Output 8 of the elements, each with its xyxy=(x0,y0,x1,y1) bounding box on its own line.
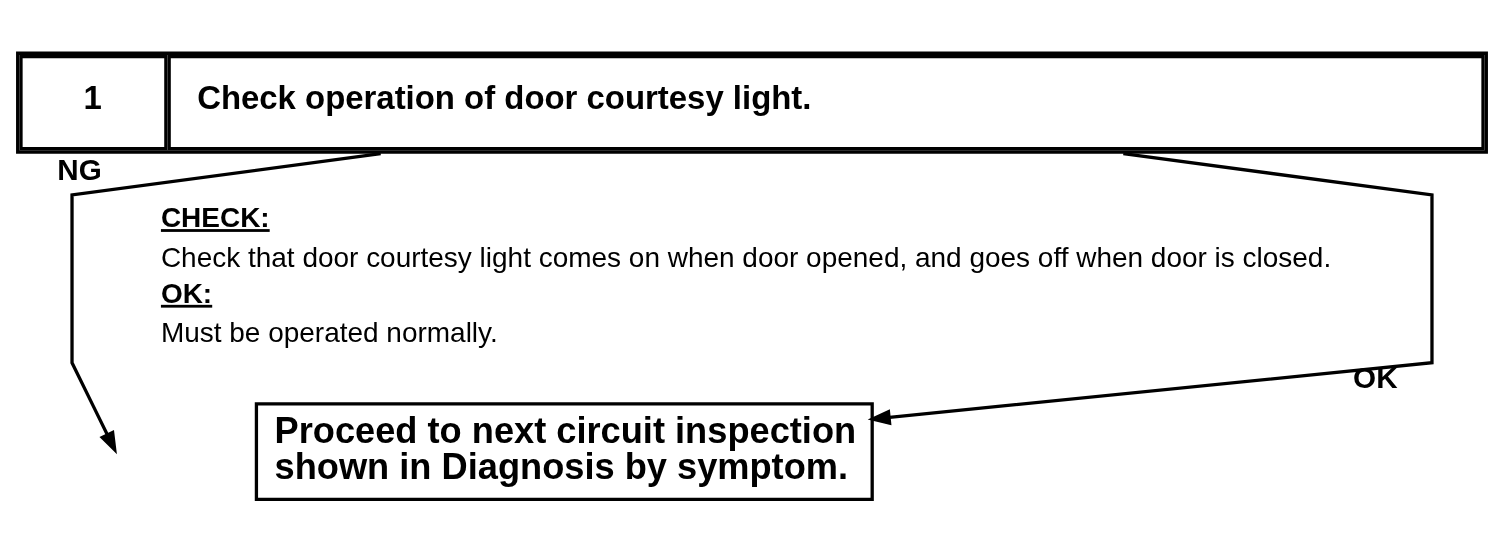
label: OK: xyxy=(160,277,213,309)
label: CHECK: xyxy=(160,201,270,233)
arrow xyxy=(70,151,381,454)
arrow xyxy=(867,151,1434,425)
label: Must be operated normally. xyxy=(160,316,498,348)
edge-label: NG xyxy=(57,152,102,186)
label: Check that door courtesy light comes on when door opened, and goes off when door is closed. xyxy=(160,241,1332,273)
node-box: Proceed to next circuit inspection shown in Diagnosis by symptom. xyxy=(254,401,874,501)
